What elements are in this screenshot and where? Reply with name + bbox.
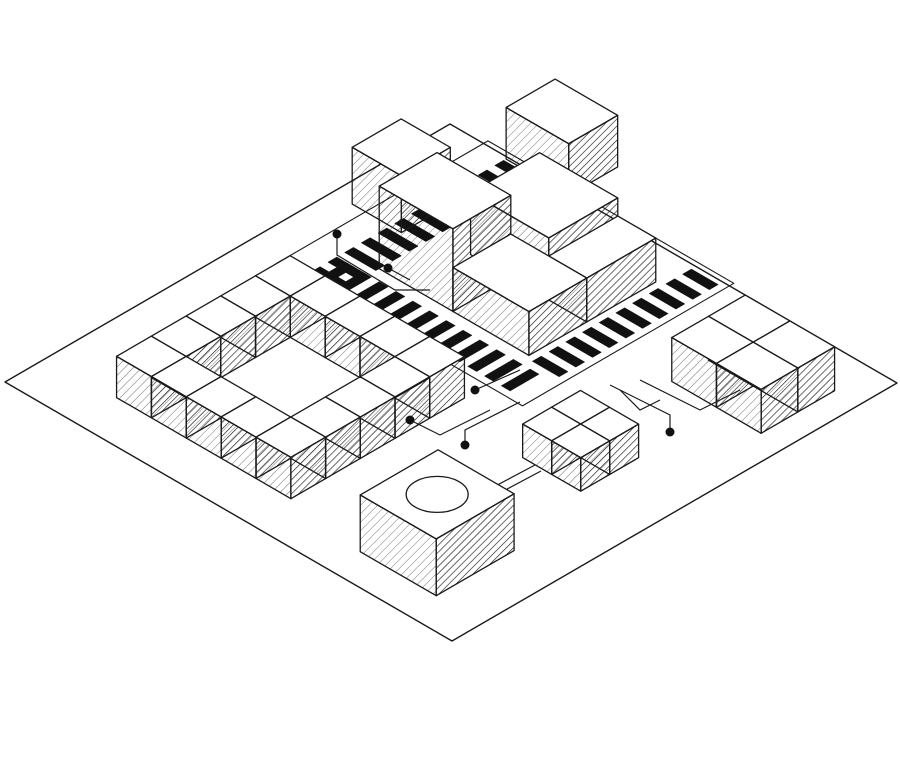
wire-3 (474, 369, 521, 391)
circle-button-icon (405, 475, 469, 514)
wire-5-dot (665, 427, 675, 437)
chip-pad (682, 268, 719, 290)
wire-5 (609, 384, 671, 432)
chip-pad (648, 288, 686, 310)
chip-pad (532, 355, 569, 378)
wire-4-dot (460, 440, 470, 450)
chip-pad (665, 278, 702, 300)
chip-pad (344, 247, 386, 271)
small-cube-right-face (580, 440, 611, 492)
chip-pad (615, 307, 652, 329)
chip-pad (548, 346, 585, 368)
chip-block-front-right-face (528, 277, 588, 357)
wire-1-dot (332, 229, 342, 239)
wire-6 (409, 409, 491, 436)
chip-pad (632, 297, 669, 320)
drawing-layer (4, 78, 898, 642)
chip-pad (565, 336, 602, 358)
chip-pad (598, 317, 636, 339)
wire-4 (464, 401, 521, 445)
chip-pad (582, 326, 619, 349)
round-top-block-right-face (435, 493, 515, 597)
ring-cube-right-face (290, 436, 327, 500)
chip-pad (467, 349, 506, 372)
wire-7 (619, 389, 661, 411)
chip-pad (500, 368, 540, 392)
wire-3-dot (470, 385, 480, 395)
right-cluster-cube-right-face (760, 367, 799, 434)
wire-1 (336, 234, 430, 291)
